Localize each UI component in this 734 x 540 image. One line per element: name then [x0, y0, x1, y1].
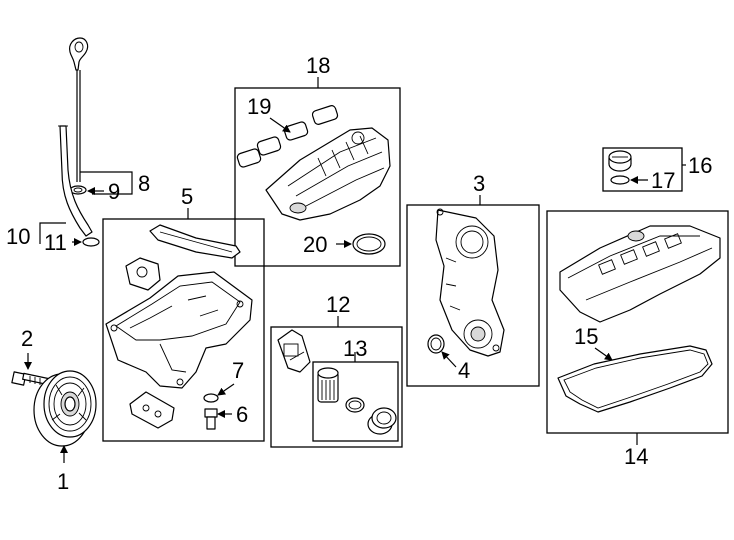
- oil-filler-cap: [608, 150, 632, 172]
- callout-9: 9: [108, 179, 120, 204]
- callout-2: 2: [21, 326, 33, 351]
- oil-dipstick: [69, 37, 89, 182]
- intake-manifold: [265, 127, 391, 221]
- callout-16: 16: [688, 153, 712, 178]
- callout-4: 4: [458, 358, 470, 383]
- callout-10: 10: [6, 224, 30, 249]
- callout-14: 14: [624, 444, 648, 469]
- callout-18: 18: [306, 53, 330, 78]
- callout-20: 20: [303, 232, 327, 257]
- dipstick-tube: [58, 125, 93, 237]
- box-group-12: [270, 326, 403, 448]
- drain-plug-washer: [203, 393, 219, 403]
- box-group-16: [602, 147, 683, 192]
- callout-15: 15: [574, 324, 598, 349]
- callout-1: 1: [57, 469, 69, 494]
- box-group-3: [406, 204, 540, 387]
- filler-cap-seal: [610, 175, 630, 185]
- callout-8: 8: [138, 171, 150, 196]
- oil-pan-gasket-strip: [149, 224, 241, 259]
- crankshaft-bolt: [11, 371, 50, 386]
- crankshaft-pulley: [33, 370, 97, 447]
- callout-11: 11: [44, 230, 67, 255]
- oil-filter-seal-ring: [345, 397, 365, 413]
- leader-lines: [24, 77, 686, 463]
- callout-13: 13: [343, 336, 367, 361]
- oil-filter-element: [317, 367, 339, 403]
- drain-plug: [204, 408, 218, 430]
- callout-5: 5: [181, 184, 193, 209]
- oil-filter-housing: [277, 329, 311, 373]
- callout-12: 12: [326, 292, 350, 317]
- timing-cover-o-ring: [427, 334, 445, 354]
- callout-3: 3: [473, 171, 485, 196]
- timing-cover: [435, 208, 505, 357]
- valve-cover-gasket: [557, 345, 713, 413]
- callout-7: 7: [232, 358, 244, 383]
- oil-pan: [105, 271, 253, 389]
- oil-filter-cap: [367, 407, 397, 435]
- valve-cover: [559, 225, 721, 323]
- tube-o-ring: [82, 237, 100, 247]
- callout-19: 19: [247, 94, 271, 119]
- throttle-o-ring: [352, 233, 386, 255]
- callout-6: 6: [236, 402, 248, 427]
- callout-17: 17: [651, 168, 675, 193]
- oil-pan-baffle: [129, 391, 175, 429]
- oil-pump-pickup: [125, 257, 161, 291]
- box-group-5: [102, 218, 265, 442]
